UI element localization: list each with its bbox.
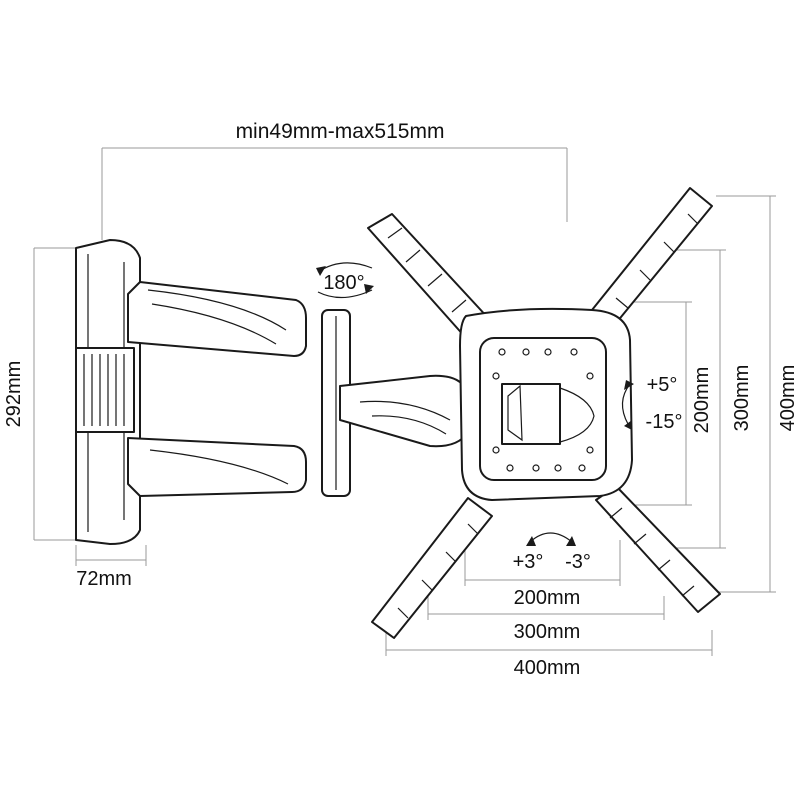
wall-plate-height-label: 292mm [3, 361, 25, 428]
wall-plate-width-label: 72mm [76, 568, 132, 590]
wall-plate [75, 239, 141, 545]
articulating-arms [127, 281, 469, 497]
vesa-vertical-300-label: 300mm [731, 365, 753, 432]
tilt-indicator [621, 380, 634, 430]
swivel-indicator [526, 532, 576, 546]
rotation-label: 180° [323, 272, 364, 294]
swivel-right-label: -3° [565, 551, 591, 573]
vesa-horizontal-400-label: 400mm [514, 657, 581, 679]
tilt-up-label: +5° [647, 374, 678, 396]
vesa-horizontal-300-label: 300mm [514, 621, 581, 643]
vesa-vertical-200-label: 200mm [691, 367, 713, 434]
rotation-indicator [316, 262, 374, 299]
vesa-center-plate [459, 307, 633, 501]
vesa-horizontal-200-label: 200mm [514, 587, 581, 609]
tilt-down-label: -15° [646, 411, 683, 433]
swivel-left-label: +3° [513, 551, 544, 573]
dimension-lines [33, 147, 776, 656]
vesa-vertical-400-label: 400mm [777, 365, 799, 432]
arm-extension-label: min49mm-max515mm [236, 120, 445, 143]
